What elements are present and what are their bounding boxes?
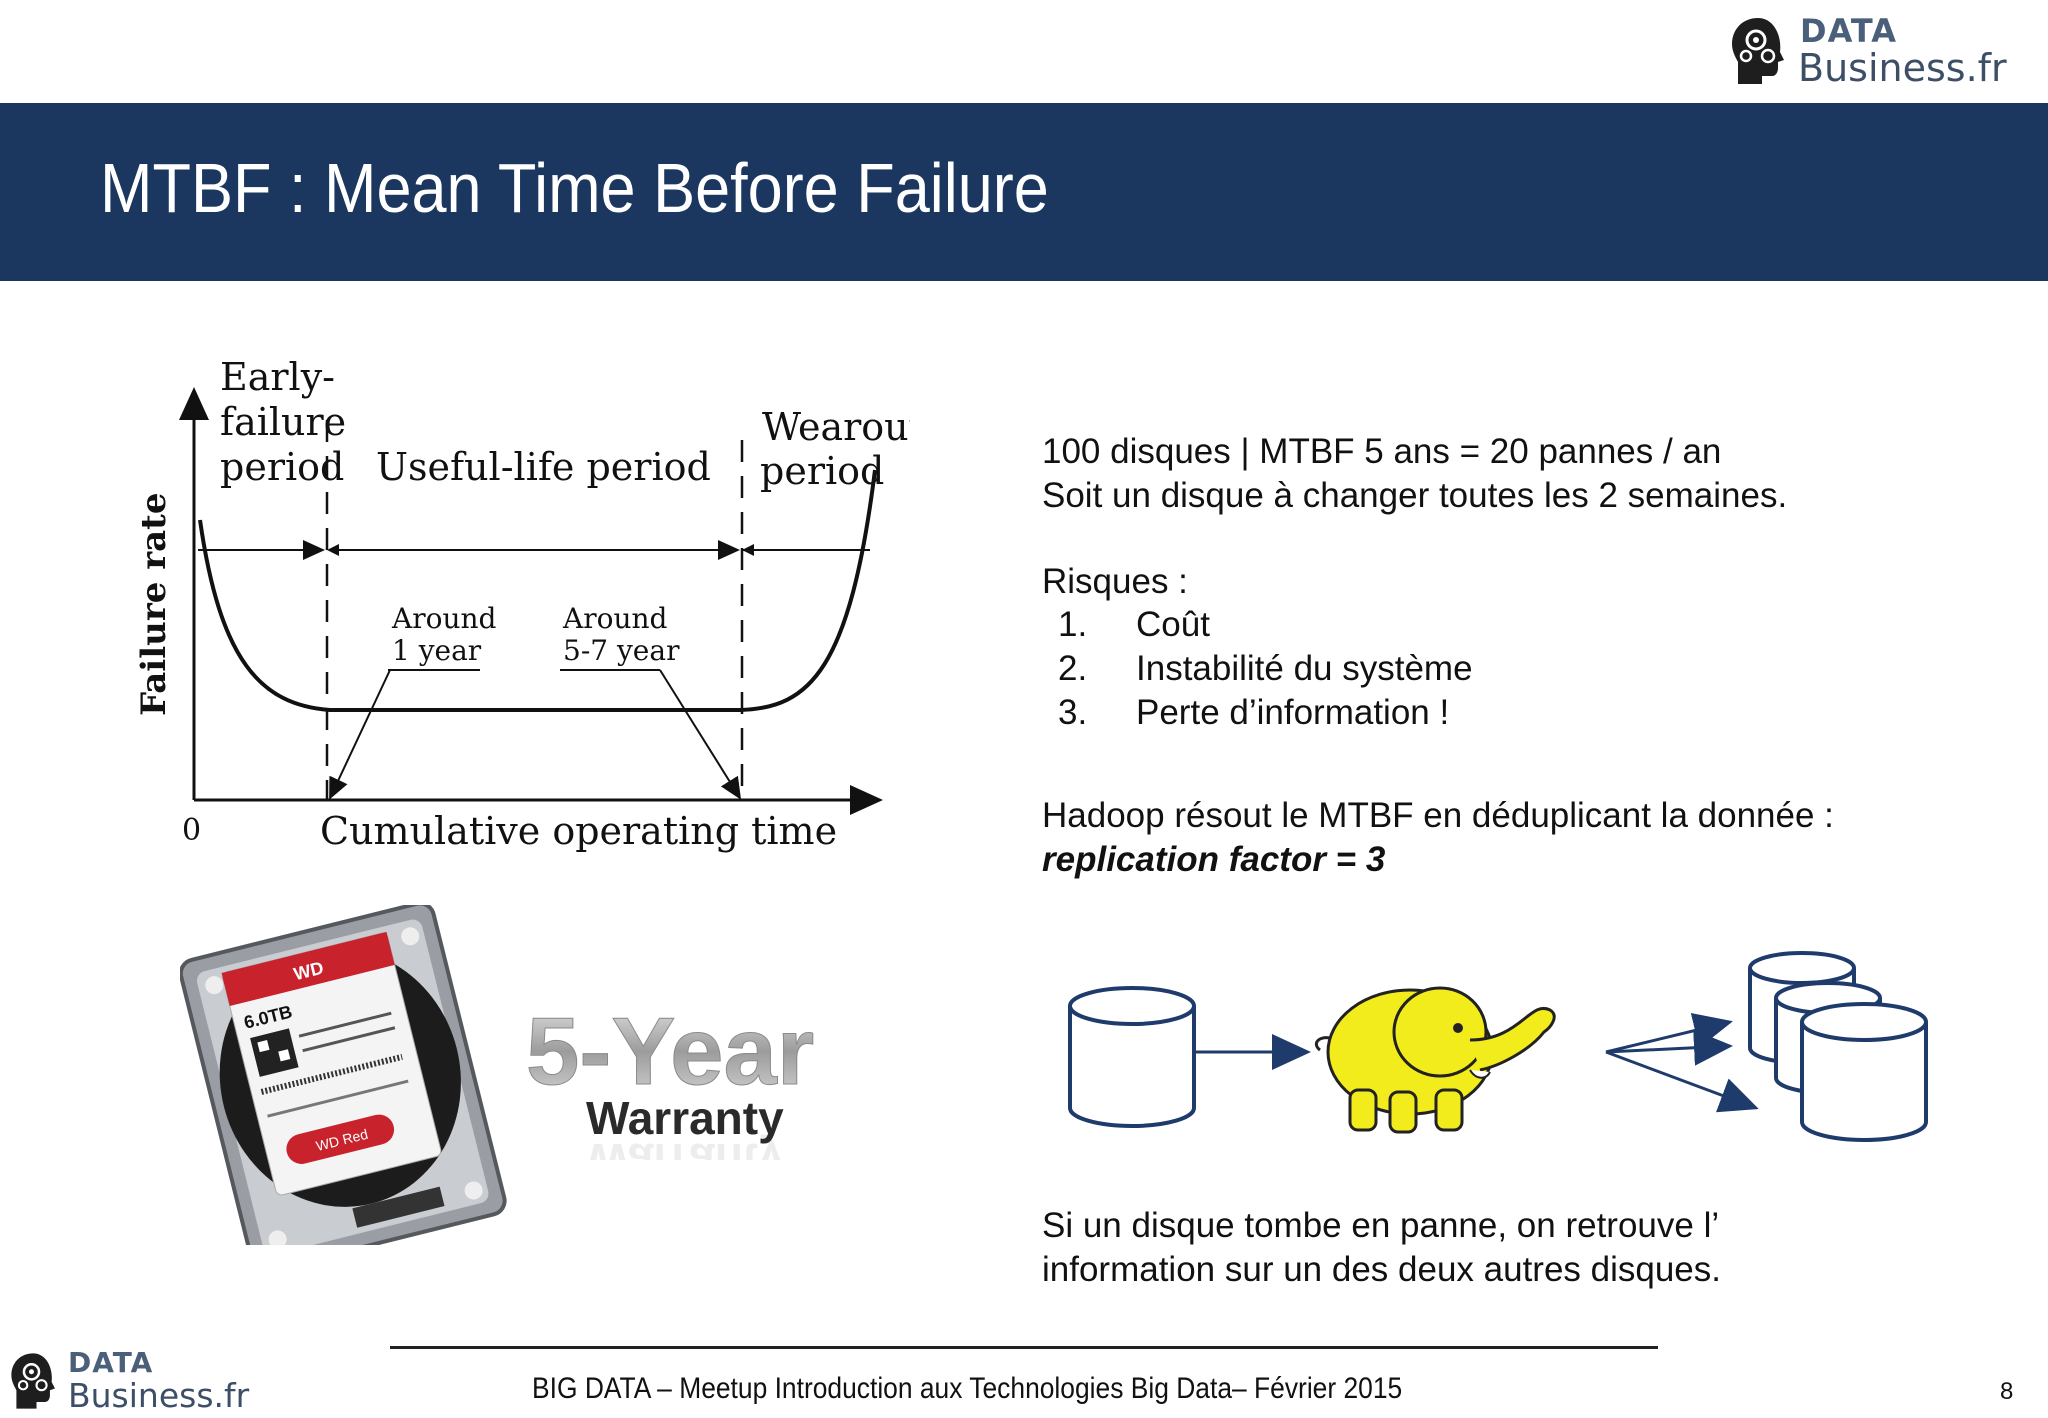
svg-text:Warranty: Warranty bbox=[586, 1134, 784, 1160]
risk-item: 2.Instabilité du système bbox=[1058, 649, 1473, 688]
footer-divider bbox=[390, 1346, 1658, 1349]
footer-text: BIG DATA – Meetup Introduction aux Techn… bbox=[532, 1372, 1403, 1405]
early-label-2: failure bbox=[220, 400, 346, 444]
annot-right-1: Around bbox=[562, 602, 668, 635]
source-disk-icon bbox=[1068, 986, 1196, 1128]
early-label-3: period bbox=[220, 445, 344, 489]
slide-title: MTBF : Mean Time Before Failure bbox=[100, 149, 1049, 227]
logo-business-text: Business.fr bbox=[1798, 46, 2007, 90]
y-axis-label: Failure rate bbox=[134, 492, 174, 716]
x-axis-label: Cumulative operating time bbox=[320, 809, 837, 853]
warranty-small: Warranty bbox=[586, 1092, 784, 1144]
wearout-label-2: period bbox=[760, 449, 884, 493]
page-number: 8 bbox=[2000, 1378, 2014, 1405]
replication-diagram bbox=[1068, 951, 1928, 1142]
annot-right-2: 5-7 year bbox=[563, 634, 680, 667]
head-gears-icon bbox=[1732, 18, 1784, 84]
origin-label: 0 bbox=[182, 813, 201, 848]
logo-top: DATA Business.fr bbox=[1728, 12, 2038, 92]
useful-life-label: Useful-life period bbox=[376, 445, 711, 489]
hard-drive-image: WD 6.0TB WD Red bbox=[180, 905, 507, 1245]
early-label-1: Early- bbox=[220, 360, 335, 399]
warranty-big: 5-Year bbox=[526, 1000, 814, 1105]
logo-business-text: Business.fr bbox=[68, 1376, 250, 1415]
logo-data-text: DATA bbox=[68, 1346, 154, 1379]
replica-disk-icon bbox=[1800, 1002, 1928, 1142]
title-band bbox=[0, 103, 2048, 281]
logo-bottom: DATA Business.fr bbox=[8, 1346, 278, 1416]
failure-rate-curve bbox=[198, 469, 877, 712]
risk-item: 3.Perte d’information ! bbox=[1058, 693, 1450, 732]
conclusion-line-2: information sur un des deux autres disqu… bbox=[1042, 1250, 1721, 1289]
mtbf-frequency-line: Soit un disque à changer toutes les 2 se… bbox=[1042, 476, 1788, 515]
annot-left-1: Around bbox=[391, 602, 497, 635]
logo-data-text: DATA bbox=[1800, 12, 1897, 50]
wearout-label-1: Wearout bbox=[762, 405, 910, 449]
warranty-graphic: 5-Year Warranty Warranty bbox=[526, 1000, 815, 1160]
hadoop-elephant-icon bbox=[1314, 986, 1556, 1134]
hadoop-line: Hadoop résout le MTBF en déduplicant la … bbox=[1042, 796, 1834, 835]
replication-factor: replication factor = 3 bbox=[1042, 840, 1386, 879]
bathtub-curve-diagram: Failure rate 0 Cumulative operating time… bbox=[134, 360, 910, 853]
conclusion-line-1: Si un disque tombe en panne, on retrouve… bbox=[1042, 1206, 1720, 1245]
head-gears-icon bbox=[11, 1353, 55, 1409]
annot-left-2: 1 year bbox=[392, 634, 482, 667]
mtbf-calc-line: 100 disques | MTBF 5 ans = 20 pannes / a… bbox=[1042, 432, 1722, 471]
risk-item: 1.Coût bbox=[1058, 605, 1210, 644]
risks-title: Risques : bbox=[1042, 562, 1188, 601]
